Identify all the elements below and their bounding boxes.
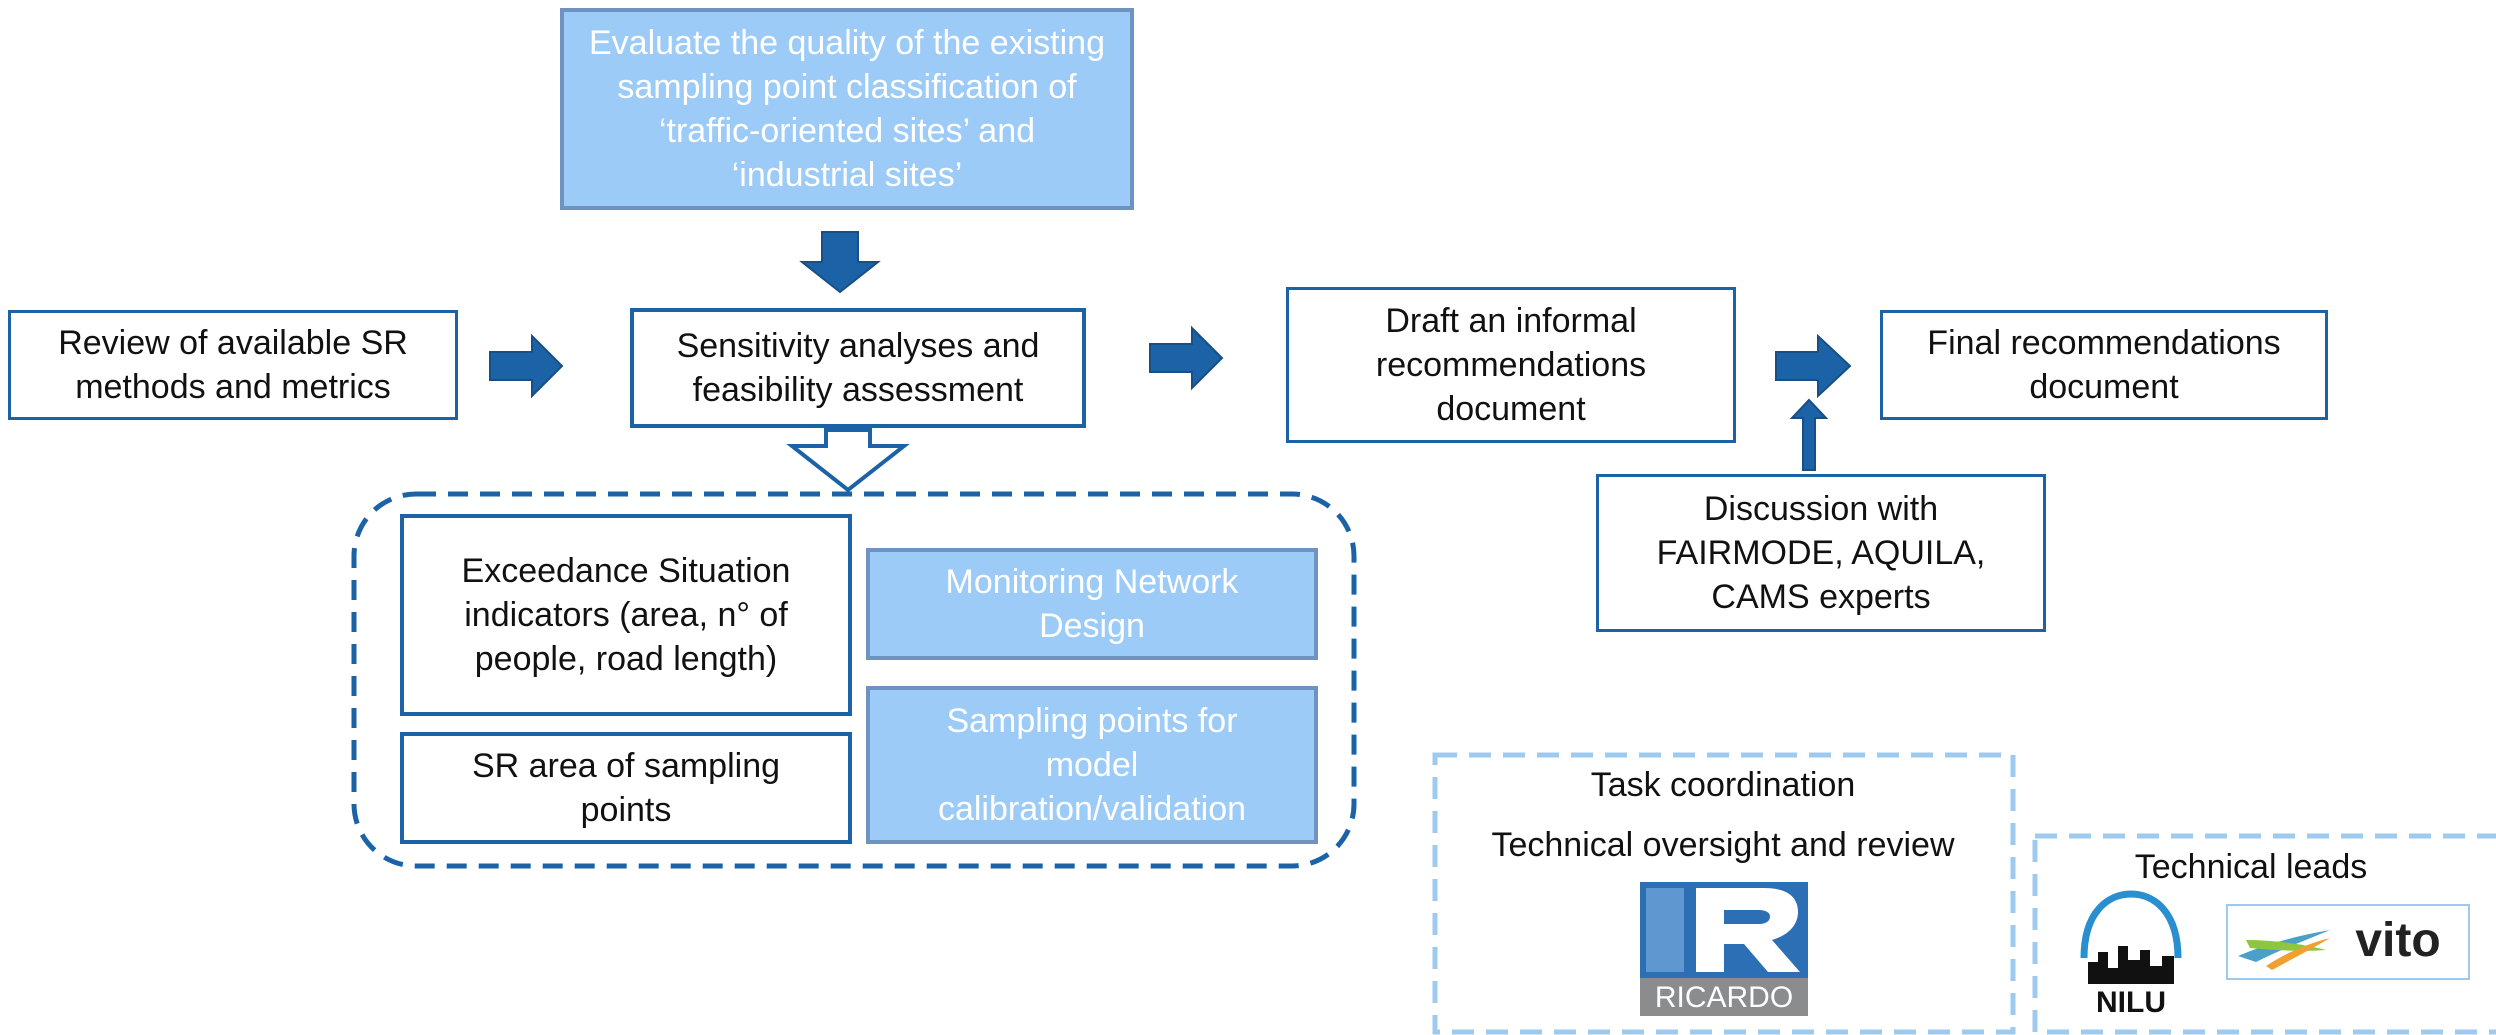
analysis-group-border bbox=[351, 491, 1357, 869]
task-coordination-label: Task coordination bbox=[1590, 766, 1856, 804]
discussion-text: Discussion with FAIRMODE, AQUILA, CAMS e… bbox=[1656, 489, 1986, 617]
sensitivity-text: Sensitivity analyses and feasibility ass… bbox=[676, 326, 1040, 409]
nilu-logo: NILU bbox=[2080, 890, 2182, 1016]
sr-area-text: SR area of sampling points bbox=[471, 746, 781, 829]
arrow-right-draft bbox=[1775, 333, 1852, 399]
monitoring-design-box: Monitoring Network Design bbox=[866, 548, 1318, 660]
vito-wordmark: vito bbox=[2355, 914, 2440, 967]
sr-area-box: SR area of sampling points bbox=[400, 732, 852, 844]
sampling-points-box: Sampling points for model calibration/va… bbox=[866, 686, 1318, 844]
arrow-right-sensitivity bbox=[1149, 325, 1224, 391]
sensitivity-box: Sensitivity analyses and feasibility ass… bbox=[630, 308, 1086, 428]
review-text: Review of available SR methods and metri… bbox=[58, 323, 408, 406]
arrow-down-hollow bbox=[786, 428, 910, 493]
nilu-wordmark: NILU bbox=[2096, 986, 2166, 1016]
technical-leads-group-border bbox=[2032, 833, 2496, 1035]
evaluate-quality-text: Evaluate the quality of the existing sam… bbox=[589, 23, 1105, 195]
final-box: Final recommendations document bbox=[1880, 310, 2328, 420]
arrow-right-review bbox=[489, 333, 564, 399]
draft-text: Draft an informal recommendations docume… bbox=[1375, 301, 1647, 429]
sampling-points-text: Sampling points for model calibration/va… bbox=[937, 701, 1247, 829]
exceedance-box: Exceedance Situation indicators (area, n… bbox=[400, 514, 852, 716]
evaluate-quality-box: Evaluate the quality of the existing sam… bbox=[560, 8, 1134, 210]
coordination-group-border bbox=[1432, 752, 2016, 1035]
draft-box: Draft an informal recommendations docume… bbox=[1286, 287, 1736, 443]
vito-logo: vito bbox=[2226, 904, 2470, 980]
monitoring-design-text: Monitoring Network Design bbox=[945, 562, 1239, 645]
technical-oversight-label: Technical oversight and review bbox=[1491, 826, 1955, 864]
arrow-up-discussion bbox=[1789, 398, 1829, 471]
technical-leads-label: Technical leads bbox=[2134, 848, 2368, 886]
review-box: Review of available SR methods and metri… bbox=[8, 310, 458, 420]
exceedance-text: Exceedance Situation indicators (area, n… bbox=[461, 551, 791, 679]
final-text: Final recommendations document bbox=[1927, 323, 2281, 406]
discussion-box: Discussion with FAIRMODE, AQUILA, CAMS e… bbox=[1596, 474, 2046, 632]
ricardo-logo: RICARDO bbox=[1640, 882, 1808, 1016]
arrow-down-top bbox=[799, 231, 881, 294]
ricardo-wordmark: RICARDO bbox=[1655, 981, 1793, 1014]
